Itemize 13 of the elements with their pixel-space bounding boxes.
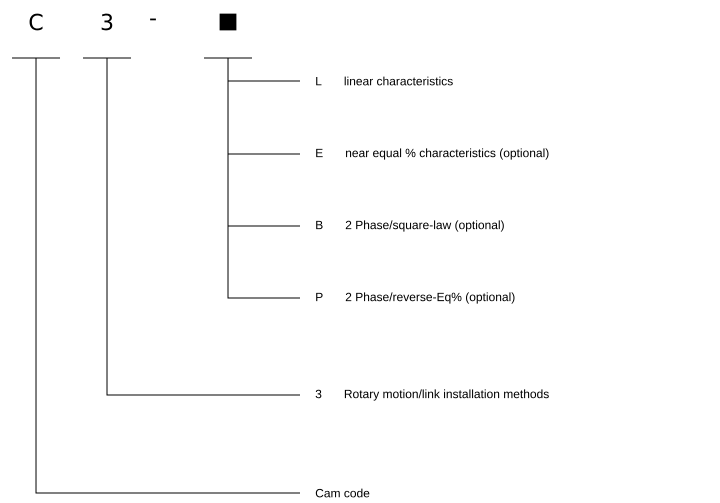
option-text: 3 Rotary motion/link installation methods [316,389,549,401]
option-text: L linear characteristics [316,76,453,86]
separator-dash: - [150,18,156,20]
option-text: B 2 Phase/square-law (optional) [316,220,504,232]
option-text: P 2 Phase/reverse-Eq% (optional) [316,292,514,304]
code-character: 3 [102,14,112,30]
leader-line [36,58,300,494]
code-character: C [30,14,42,30]
leader-line [228,58,300,298]
option-text: E near equal % characteristics (optional) [316,148,549,160]
leader-line [106,58,300,396]
option-text: Cam code [316,488,370,498]
code-character: ■ [220,14,236,30]
